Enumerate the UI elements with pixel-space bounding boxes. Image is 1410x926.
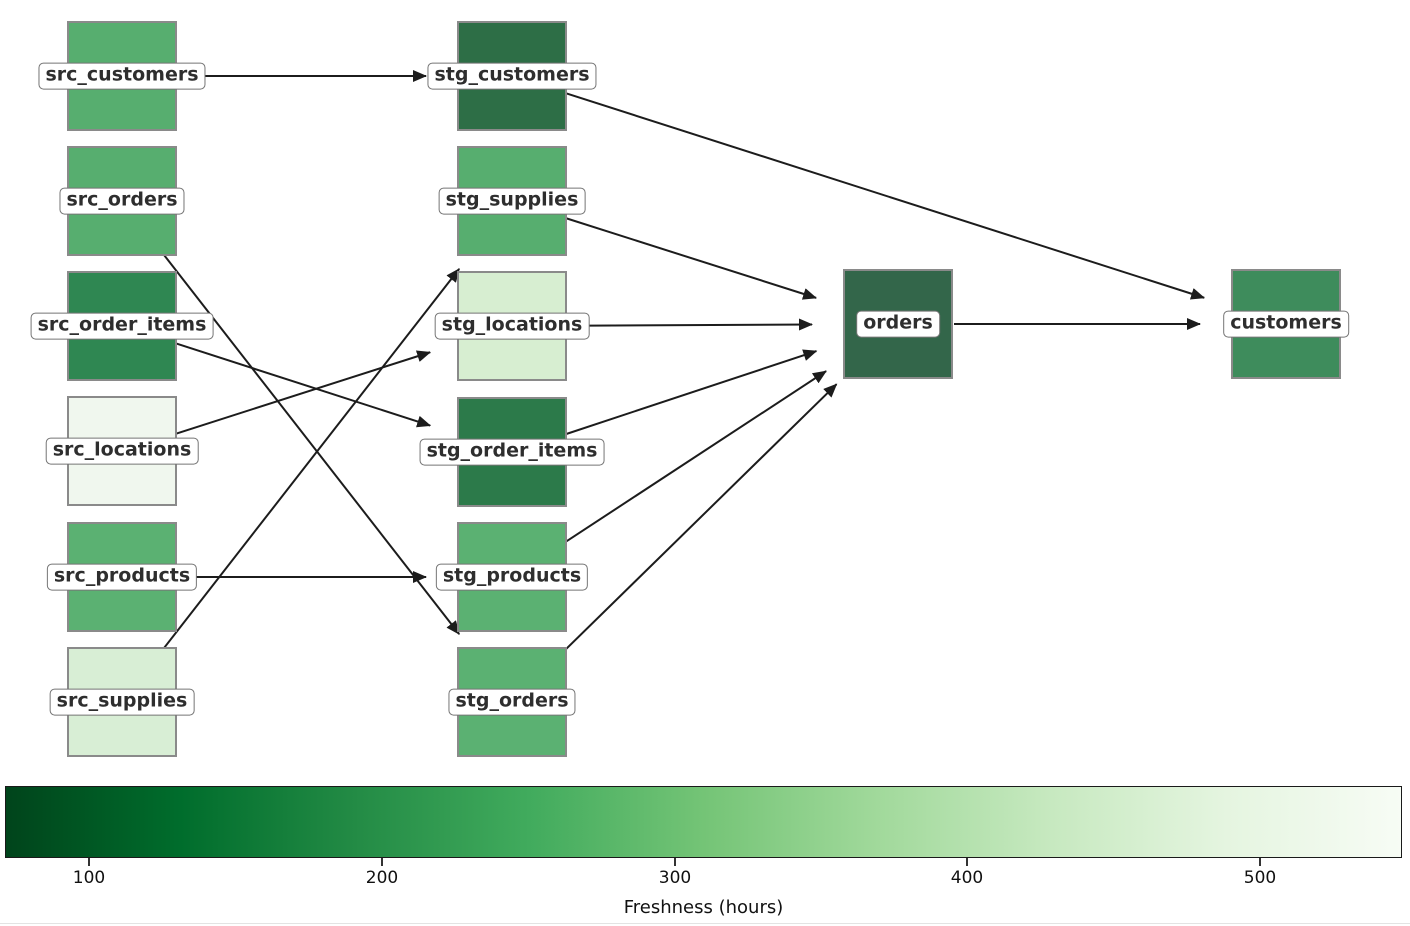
node-label-src_locations: src_locations (45, 437, 199, 465)
edge-src_supplies-stg_supplies (155, 268, 460, 659)
colorbar-tick (1259, 858, 1261, 866)
node-label-src_orders: src_orders (59, 187, 185, 215)
edge-src_locations-stg_locations (175, 350, 432, 435)
node-label-src_customers: src_customers (38, 62, 206, 90)
edge-stg_order_items-orders (564, 349, 818, 436)
colorbar-tick-label: 300 (658, 868, 692, 888)
colorbar-tick-label: 500 (1243, 868, 1277, 888)
edge-stg_supplies-orders (565, 217, 818, 300)
edge-stg_products-orders (558, 370, 827, 548)
node-label-src_products: src_products (46, 563, 198, 591)
colorbar-tick-label: 400 (950, 868, 984, 888)
colorbar-tick (381, 858, 383, 866)
node-label-stg_customers: stg_customers (427, 62, 597, 90)
edge-stg_orders-orders (551, 383, 838, 664)
figure-bottom-border (0, 923, 1410, 924)
edge-src_orders-stg_orders (155, 244, 460, 635)
colorbar-tick (88, 858, 90, 866)
node-label-customers: customers (1223, 310, 1349, 338)
colorbar-tick-label: 100 (72, 868, 106, 888)
edge-layer (155, 70, 1206, 664)
freshness-colorbar (5, 786, 1402, 858)
colorbar-axis-label: Freshness (hours) (623, 897, 784, 918)
node-label-stg_orders: stg_orders (448, 688, 576, 716)
node-label-stg_order_items: stg_order_items (419, 438, 605, 466)
edge-stg_locations-orders (567, 318, 814, 331)
node-label-src_supplies: src_supplies (49, 688, 195, 716)
node-label-stg_products: stg_products (435, 563, 589, 591)
edge-src_order_items-stg_order_items (174, 342, 432, 428)
node-label-src_order_items: src_order_items (30, 312, 214, 340)
edge-stg_customers-customers (565, 92, 1206, 300)
node-label-stg_supplies: stg_supplies (438, 187, 586, 215)
node-label-orders: orders (856, 310, 940, 338)
node-label-stg_locations: stg_locations (434, 312, 590, 340)
colorbar-tick-label: 200 (365, 868, 399, 888)
colorbar-tick (966, 858, 968, 866)
colorbar-tick (674, 858, 676, 866)
